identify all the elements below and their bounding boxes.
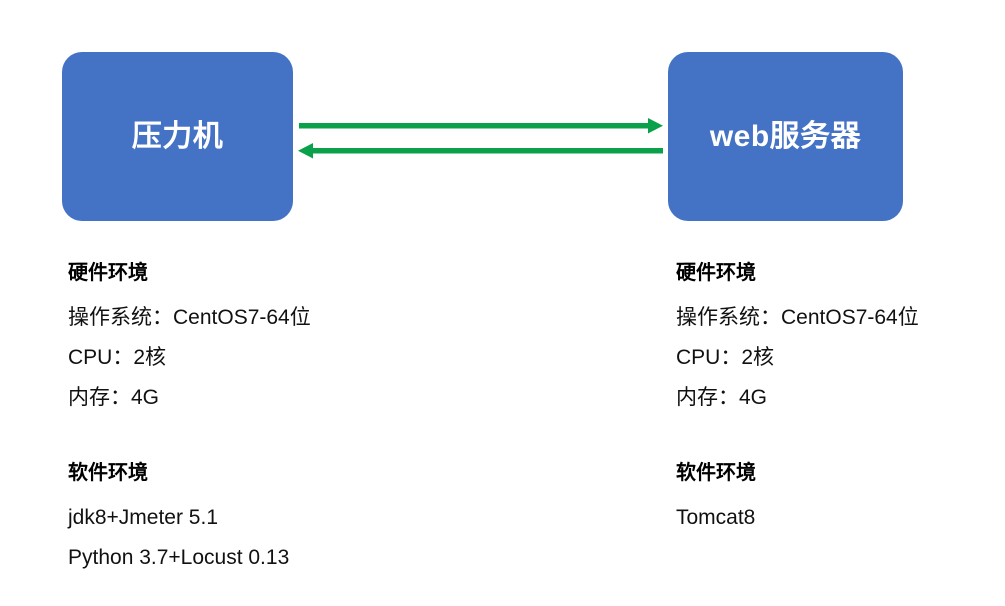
software-line-locust-left: Python 3.7+Locust 0.13 [68, 546, 290, 569]
spacer [68, 489, 628, 498]
software-line-jmeter-left: jdk8+Jmeter 5.1 [68, 506, 218, 529]
arrow-request-right [299, 118, 663, 134]
software-line-tomcat-right: Tomcat8 [676, 506, 756, 529]
section-gap [676, 418, 996, 458]
hardware-heading-right: 硬件环境 [676, 262, 756, 284]
hardware-line-cpu-left: CPU：2核 [68, 346, 167, 369]
arrow-response-left [298, 143, 663, 159]
software-heading-left: 软件环境 [68, 462, 148, 484]
node-label-web-server: web服务器 [709, 119, 862, 153]
spec-column-load-generator: 硬件环境 操作系统：CentOS7-64位 CPU：2核 内存：4G 软件环境 … [68, 258, 628, 578]
node-label-load-generator: 压力机 [131, 119, 224, 153]
node-box-load-generator[interactable]: 压力机 [62, 52, 293, 221]
hardware-heading-left: 硬件环境 [68, 262, 148, 284]
hardware-line-cpu-right: CPU：2核 [676, 346, 775, 369]
section-gap [68, 418, 628, 458]
hardware-line-memory-right: 内存：4G [676, 386, 768, 409]
software-heading-right: 软件环境 [676, 462, 756, 484]
hardware-line-os-right: 操作系统：CentOS7-64位 [676, 306, 919, 329]
spec-column-web-server: 硬件环境 操作系统：CentOS7-64位 CPU：2核 内存：4G 软件环境 … [676, 258, 996, 538]
node-box-web-server[interactable]: web服务器 [668, 52, 903, 221]
spacer [676, 289, 996, 298]
hardware-line-os-left: 操作系统：CentOS7-64位 [68, 306, 311, 329]
spacer [68, 289, 628, 298]
spacer [676, 489, 996, 498]
hardware-line-memory-left: 内存：4G [68, 386, 160, 409]
